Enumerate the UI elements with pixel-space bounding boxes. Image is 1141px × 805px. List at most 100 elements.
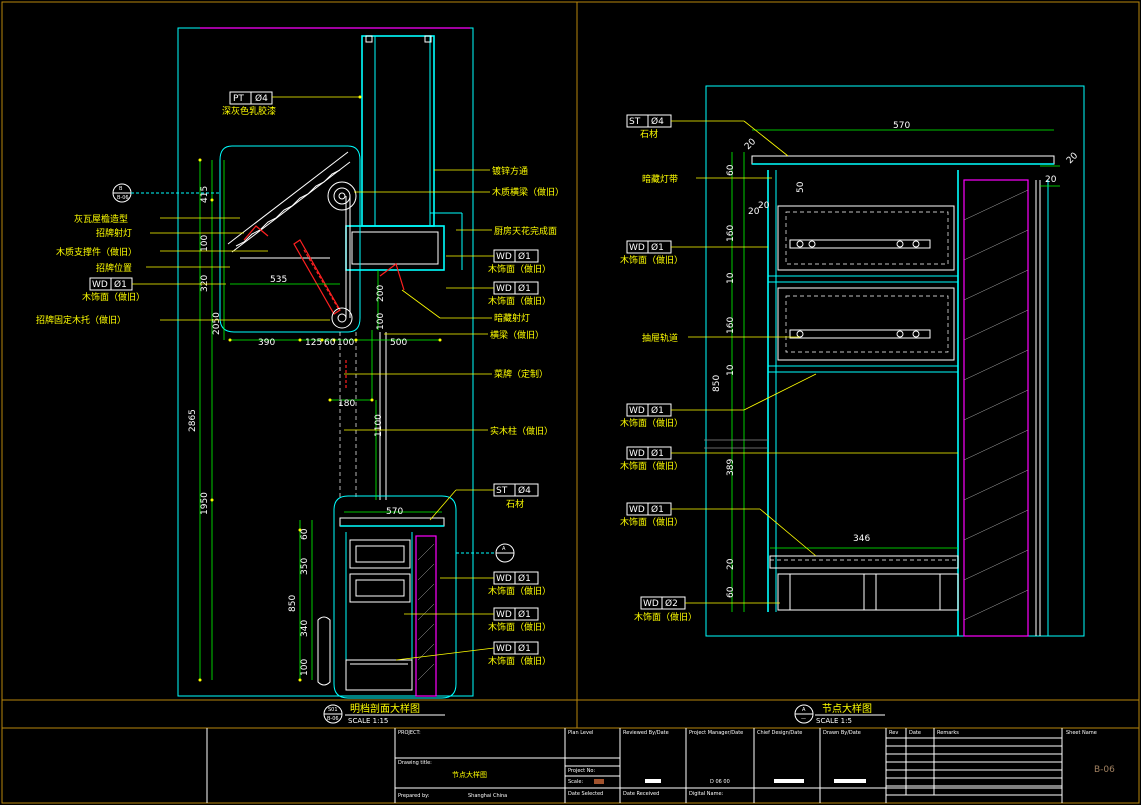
dim-text: 20 <box>758 201 770 211</box>
svg-text:Ø1: Ø1 <box>518 251 531 262</box>
dim-text: 570 <box>893 121 910 131</box>
svg-text:Rev: Rev <box>889 730 898 736</box>
svg-text:木饰面（做旧）: 木饰面（做旧） <box>488 621 551 633</box>
svg-text:木饰面（做旧）: 木饰面（做旧） <box>620 254 683 266</box>
dim-text: 340 <box>300 620 310 637</box>
dim-text: 60 <box>324 338 336 348</box>
dim-text: 850 <box>712 375 722 392</box>
dim-text: 160 <box>726 317 736 334</box>
svg-text:深灰色乳胶漆: 深灰色乳胶漆 <box>222 105 276 117</box>
note-left: 招牌位置 <box>96 262 132 274</box>
dim-text: 100 <box>337 338 354 348</box>
dim-text: 180 <box>338 399 355 409</box>
dim-text: 570 <box>386 507 403 517</box>
svg-text:WD: WD <box>629 505 645 515</box>
svg-text:节点大样图: 节点大样图 <box>452 770 487 779</box>
dim-text: 2050 <box>212 312 222 335</box>
title-block <box>206 728 1063 803</box>
svg-text:Ø1: Ø1 <box>518 643 531 654</box>
svg-text:—: — <box>801 716 806 722</box>
material-tag: WD Ø1 木饰面（做旧） <box>446 249 551 275</box>
svg-text:Project No:: Project No: <box>568 768 595 774</box>
note-right: 厨房天花完成面 <box>494 225 557 237</box>
svg-text:Date Received: Date Received <box>623 791 659 797</box>
dim-text: 20 <box>726 558 736 570</box>
svg-text:WD: WD <box>496 610 512 620</box>
note-left: 招牌射灯 <box>96 227 132 239</box>
material-tag: WD Ø1 木饰面（做旧） <box>620 373 817 429</box>
svg-text:Ø1: Ø1 <box>651 405 664 416</box>
dim-text: 60 <box>300 528 310 540</box>
note-left: 招牌固定木托（做旧） <box>36 314 126 326</box>
view-title: S01 B-06 明档剖面大样图 SCALE 1:15 <box>323 702 445 725</box>
dim-text: 160 <box>726 225 736 242</box>
note-left: 抽屉轨道 <box>642 332 678 344</box>
material-tag: WD Ø1 木饰面（做旧） <box>620 446 958 472</box>
dim-text: 1100 <box>374 414 384 437</box>
svg-text:Ø1: Ø1 <box>518 283 531 294</box>
material-tag: WD Ø1 木饰面（做旧） <box>620 502 817 557</box>
material-tag: ST Ø4 石材 <box>626 114 789 157</box>
svg-text:木饰面（做旧）: 木饰面（做旧） <box>634 611 697 623</box>
note-right: 镀锌方通 <box>492 165 528 177</box>
dim-text: 415 <box>200 186 210 203</box>
view-scale: SCALE 1:5 <box>816 717 852 725</box>
svg-text:PROJECT:: PROJECT: <box>398 730 421 736</box>
svg-text:Ø1: Ø1 <box>518 573 531 584</box>
dim-text: 389 <box>726 459 736 476</box>
svg-text:ST: ST <box>496 486 508 496</box>
svg-text:B: B <box>119 186 123 192</box>
dim-text: 125 <box>305 338 322 348</box>
svg-text:Ø4: Ø4 <box>255 93 268 104</box>
dim-text: 390 <box>258 338 275 348</box>
note-right: 实木柱（做旧） <box>490 425 553 437</box>
svg-text:WD: WD <box>496 574 512 584</box>
note-left: 木质支撑件（做旧） <box>56 246 137 258</box>
svg-text:Date: Date <box>909 730 921 736</box>
view-marker-label: A <box>802 707 806 713</box>
svg-text:Reviewed By/Date: Reviewed By/Date <box>623 730 669 736</box>
svg-text:PT: PT <box>233 94 244 104</box>
svg-text:Ø1: Ø1 <box>518 609 531 620</box>
dim-text: 20 <box>1065 151 1080 166</box>
dim-text: 100 <box>376 313 386 330</box>
material-tag: WD Ø1 木饰面（做旧） <box>404 607 551 633</box>
svg-text:ST: ST <box>629 117 641 127</box>
note-right: 木质横梁（做旧） <box>492 186 564 198</box>
material-tag: WD Ø1 木饰面（做旧） <box>440 571 551 597</box>
svg-text:Ø1: Ø1 <box>651 242 664 253</box>
dim-text: 10 <box>726 272 736 284</box>
material-tag: WD Ø1 木饰面（做旧） <box>395 641 551 667</box>
svg-text:D 06 00: D 06 00 <box>710 779 730 785</box>
svg-text:石材: 石材 <box>506 498 524 510</box>
dim-text: 100 <box>200 235 210 252</box>
svg-text:WD: WD <box>92 280 108 290</box>
dim-text: 350 <box>300 558 310 575</box>
dim-text: 100 <box>300 659 310 676</box>
dim-text: 346 <box>853 534 870 544</box>
svg-text:WD: WD <box>629 406 645 416</box>
svg-text:Scale:: Scale: <box>568 779 583 785</box>
svg-text:Drawn By/Date: Drawn By/Date <box>823 730 861 736</box>
dim-text: 60 <box>726 586 736 598</box>
note-right: 暗藏射灯 <box>494 312 530 324</box>
dim-text: 850 <box>288 595 298 612</box>
svg-text:Chief Design/Date: Chief Design/Date <box>757 730 802 736</box>
material-tag: ST Ø4 石材 <box>429 483 539 521</box>
svg-text:A: A <box>502 546 506 552</box>
material-tag: WD Ø1 木饰面（做旧） <box>82 277 226 303</box>
hatch-pattern <box>963 189 1029 621</box>
svg-text:WD: WD <box>496 644 512 654</box>
svg-text:木饰面（做旧）: 木饰面（做旧） <box>488 295 551 307</box>
svg-text:Drawing title:: Drawing title: <box>398 760 432 766</box>
svg-text:Ø1: Ø1 <box>651 504 664 515</box>
right-detail-view: 570 <box>620 85 1085 725</box>
svg-text:Date Selected: Date Selected <box>568 791 603 797</box>
svg-text:Prepared by:: Prepared by: <box>398 793 430 799</box>
svg-text:Project Manager/Date: Project Manager/Date <box>689 730 743 736</box>
dim-text: 1950 <box>200 492 210 515</box>
note-left: 灰瓦屋檐造型 <box>74 213 128 225</box>
view-marker-label: S01 <box>328 707 338 713</box>
